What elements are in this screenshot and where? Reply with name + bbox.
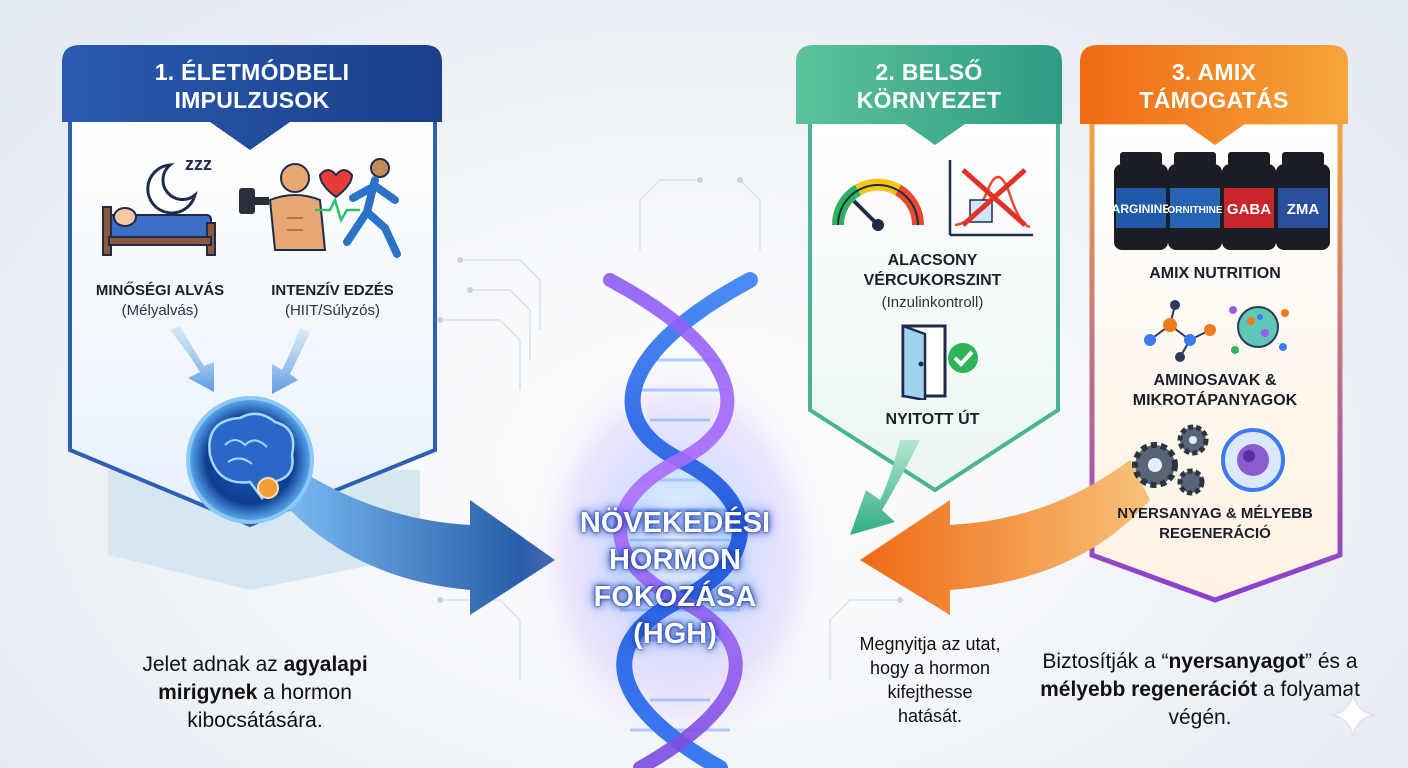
panel3-caption: Biztosítják a “nyersanyagot” és a mélyeb… [1040, 650, 1360, 729]
svg-text:ZMA: ZMA [1287, 201, 1320, 218]
bottle-arginine-icon: ARGININE [1112, 152, 1171, 250]
open-path-label: NYITOTT ÚT [885, 411, 980, 428]
open-door-icon [901, 324, 978, 400]
bottle-gaba-icon: GABA [1222, 152, 1276, 250]
svg-text:GABA: GABA [1227, 201, 1271, 218]
svg-text:ARGININE: ARGININE [1112, 202, 1171, 216]
training-icon [239, 158, 401, 258]
insulin-chart-crossed-icon [948, 160, 1033, 237]
sparkle-icon [1330, 692, 1376, 738]
svg-text:zzz: zzz [185, 154, 212, 174]
training-sublabel: (HIIT/Súlyzós) [284, 302, 380, 319]
sugar-label: ALACSONY VÉRCUKORSZINT [863, 252, 1002, 289]
molecule-icons [1144, 300, 1289, 362]
gears-cell-icon [1132, 424, 1285, 496]
svg-text:ORNITHINE: ORNITHINE [1168, 205, 1223, 216]
panel1-title: 1. ÉLETMÓDBELI IMPULZUSOK [154, 59, 350, 113]
supplement-bottles: ARGININE ORNITHINE GABA ZMA [1112, 152, 1330, 250]
sleep-label: MINŐSÉGI ALVÁS [95, 282, 225, 299]
sugar-sublabel: (Inzulinkontroll) [881, 294, 984, 311]
panel3-title: 3. AMIX TÁMOGATÁS [1139, 59, 1289, 113]
center-hgh-label: NÖVEKEDÉSI HORMON FOKOZÁSA (HGH) [579, 507, 771, 650]
bottle-zma-icon: ZMA [1276, 152, 1330, 250]
panel1-caption: Jelet adnak az agyalapi mirigynek a horm… [142, 653, 368, 732]
panel2-caption: Megnyitja az utat, hogy a hormon kifejth… [859, 634, 1001, 726]
bottle-ornithine-icon: ORNITHINE [1168, 152, 1223, 250]
panel2-title: 2. BELSŐ KÖRNYEZET [856, 59, 1002, 113]
amino-label: AMINOSAVAK & MIKROTÁPANYAGOK [1132, 372, 1298, 409]
sleep-icon: zzz [102, 154, 216, 256]
dna-helix-icon [520, 272, 840, 768]
brand-label: AMIX NUTRITION [1149, 265, 1281, 282]
regen-label: NYERSANYAG & MÉLYEBB REGENERÁCIÓ [1117, 505, 1313, 542]
training-label: INTENZÍV EDZÉS [271, 282, 394, 299]
sleep-sublabel: (Mélyalvás) [121, 302, 199, 319]
gauge-icon [831, 178, 925, 231]
